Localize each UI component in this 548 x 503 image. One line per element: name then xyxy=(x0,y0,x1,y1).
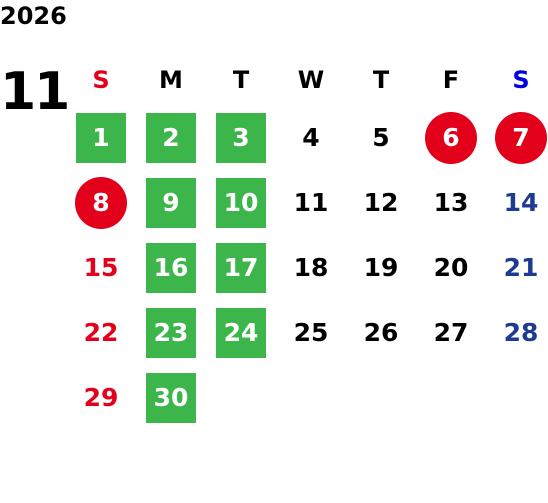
day-cell[interactable]: 1 xyxy=(66,105,136,170)
day-cell[interactable]: 7 xyxy=(486,105,548,170)
weekday-label: T xyxy=(232,66,250,94)
day-cell[interactable]: 16 xyxy=(136,235,206,300)
day-number: 2 xyxy=(146,112,196,163)
day-cell[interactable]: 9 xyxy=(136,170,206,235)
calendar-month: 11 xyxy=(0,62,70,122)
weekday-label: W xyxy=(297,66,325,94)
day-number: 13 xyxy=(433,188,469,217)
day-number: 8 xyxy=(75,176,127,229)
day-number: 5 xyxy=(372,123,390,152)
day-cell[interactable]: 13 xyxy=(416,170,486,235)
day-number: 16 xyxy=(146,242,196,293)
day-cell[interactable]: 21 xyxy=(486,235,548,300)
week-row: 29 30 xyxy=(66,365,548,430)
day-number: 7 xyxy=(495,111,547,164)
weekday-label: S xyxy=(92,66,110,94)
day-number: 24 xyxy=(216,307,266,358)
day-number: 29 xyxy=(83,383,119,412)
day-cell[interactable]: 17 xyxy=(206,235,276,300)
day-number: 26 xyxy=(363,318,399,347)
day-cell[interactable]: 24 xyxy=(206,300,276,365)
day-number: 10 xyxy=(216,177,266,228)
day-number: 18 xyxy=(293,253,329,282)
day-number: 25 xyxy=(293,318,329,347)
day-cell[interactable]: 5 xyxy=(346,105,416,170)
weekday-label: S xyxy=(512,66,530,94)
day-cell[interactable]: 19 xyxy=(346,235,416,300)
day-cell[interactable]: 8 xyxy=(66,170,136,235)
day-number: 9 xyxy=(146,177,196,228)
day-cell[interactable]: 3 xyxy=(206,105,276,170)
day-number: 30 xyxy=(146,372,196,423)
empty-day-cell xyxy=(416,365,486,430)
day-number: 28 xyxy=(503,318,539,347)
day-cell[interactable]: 26 xyxy=(346,300,416,365)
day-cell[interactable]: 25 xyxy=(276,300,346,365)
weekday-label: F xyxy=(442,66,460,94)
empty-day-cell xyxy=(276,365,346,430)
day-cell[interactable]: 12 xyxy=(346,170,416,235)
day-number: 27 xyxy=(433,318,469,347)
week-row: 15 16 17 18 19 20 21 xyxy=(66,235,548,300)
day-cell[interactable]: 11 xyxy=(276,170,346,235)
day-cell[interactable]: 6 xyxy=(416,105,486,170)
weekday-label: T xyxy=(372,66,390,94)
day-number: 14 xyxy=(503,188,539,217)
day-number: 12 xyxy=(363,188,399,217)
day-cell[interactable]: 30 xyxy=(136,365,206,430)
day-cell[interactable]: 29 xyxy=(66,365,136,430)
empty-day-cell xyxy=(486,365,548,430)
day-number: 17 xyxy=(216,242,266,293)
day-cell[interactable]: 2 xyxy=(136,105,206,170)
day-number: 3 xyxy=(216,112,266,163)
day-number: 22 xyxy=(83,318,119,347)
day-number: 21 xyxy=(503,253,539,282)
day-cell[interactable]: 10 xyxy=(206,170,276,235)
day-number: 4 xyxy=(302,123,320,152)
day-cell[interactable]: 23 xyxy=(136,300,206,365)
day-cell[interactable]: 27 xyxy=(416,300,486,365)
empty-day-cell xyxy=(346,365,416,430)
weekday-label: M xyxy=(159,66,183,94)
day-number: 6 xyxy=(425,111,477,164)
day-cell[interactable]: 22 xyxy=(66,300,136,365)
day-cell[interactable]: 15 xyxy=(66,235,136,300)
day-number: 23 xyxy=(146,307,196,358)
day-cell[interactable]: 28 xyxy=(486,300,548,365)
day-number: 20 xyxy=(433,253,469,282)
day-number: 15 xyxy=(83,253,119,282)
day-cell[interactable]: 20 xyxy=(416,235,486,300)
day-cell[interactable]: 14 xyxy=(486,170,548,235)
empty-day-cell xyxy=(206,365,276,430)
day-cell[interactable]: 18 xyxy=(276,235,346,300)
day-number: 11 xyxy=(293,188,329,217)
day-cell[interactable]: 4 xyxy=(276,105,346,170)
day-number: 1 xyxy=(76,112,126,163)
calendar-year: 2026 xyxy=(0,2,67,30)
day-number: 19 xyxy=(363,253,399,282)
week-row: 22 23 24 25 26 27 28 xyxy=(66,300,548,365)
